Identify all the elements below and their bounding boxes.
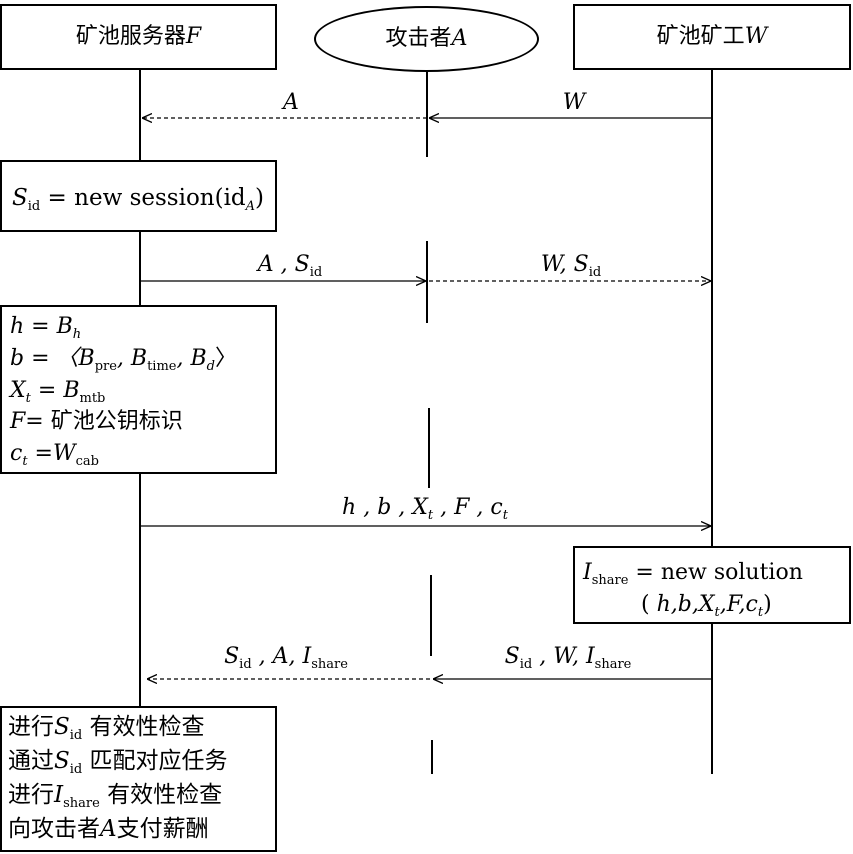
verification-box: 进行Sid 有效性检查 通过Sid 匹配对应任务 进行Ishare 有效性检查 …: [0, 706, 277, 852]
session-eq: = new session(id: [40, 185, 246, 211]
session-close: ): [255, 185, 265, 211]
verify-line-4: 向攻击者A支付薪酬: [8, 816, 209, 842]
block-template-box: h = Bh b = 〈Bpre, Btime, Bd〉 Xt = Bmtb F…: [0, 305, 277, 474]
attacker-label: 攻击者: [385, 26, 452, 51]
miner-label: 矿池矿工: [656, 24, 745, 49]
solution-line-2: ( h,b,Xt,F,ct): [641, 592, 772, 620]
message-2-right-label: W, Sid: [540, 252, 602, 280]
pool-server-header: 矿池服务器F: [0, 4, 277, 70]
template-line-1: h = Bh: [10, 314, 82, 342]
session-s: S: [12, 185, 28, 211]
message-4-left-label: Sid , A, Ishare: [224, 644, 348, 672]
message-3-label: h , b , Xt , F , ct: [342, 495, 508, 523]
message-1-right-label: W: [562, 90, 586, 115]
template-line-3: Xt = Bmtb: [10, 378, 106, 406]
template-line-4: F= 矿池公钥标识: [10, 409, 183, 434]
verify-line-3: 进行Ishare 有效性检查: [8, 782, 223, 811]
miner-symbol: W: [744, 24, 768, 49]
template-line-2: b = 〈Bpre, Btime, Bd〉: [10, 346, 237, 374]
message-4-right-label: Sid , W, Ishare: [504, 644, 632, 672]
session-box: Sid = new session(idA): [0, 160, 277, 232]
verify-line-1: 进行Sid 有效性检查: [8, 714, 205, 743]
miner-header: 矿池矿工W: [573, 4, 851, 70]
session-s-sub: id: [27, 199, 41, 214]
pool-server-label: 矿池服务器: [75, 24, 186, 49]
message-2-left-label: A , Sid: [257, 252, 323, 280]
verify-line-2: 通过Sid 匹配对应任务: [8, 748, 228, 777]
attacker-symbol: A: [451, 26, 468, 51]
solution-line-1: Ishare = new solution: [583, 560, 803, 588]
message-1-left-label: A: [283, 90, 299, 115]
template-line-5: ct =Wcab: [10, 441, 99, 469]
solution-box: Ishare = new solution ( h,b,Xt,F,ct): [573, 546, 851, 624]
session-a-sub: A: [245, 199, 256, 214]
attacker-header: 攻击者A: [314, 6, 539, 72]
pool-server-symbol: F: [185, 24, 202, 49]
